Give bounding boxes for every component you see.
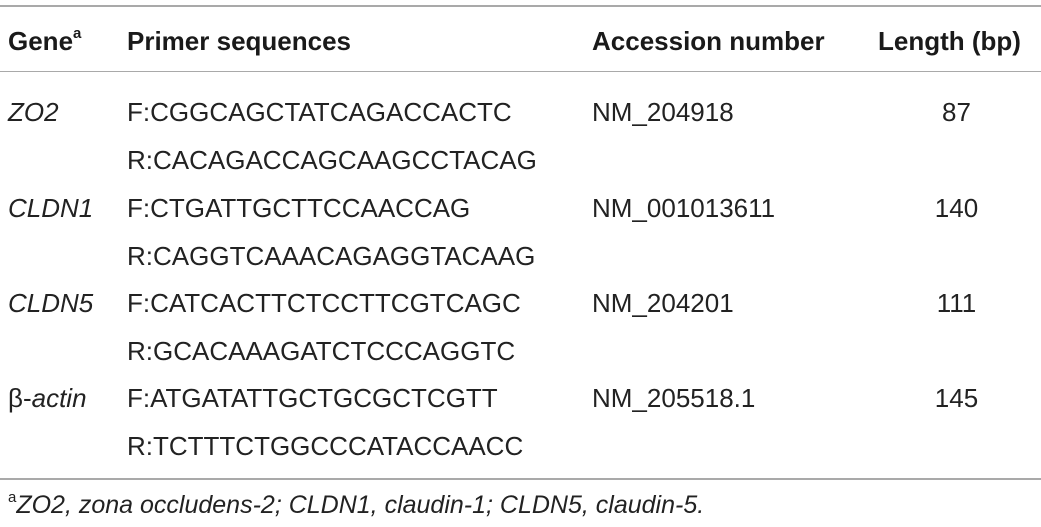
header-gene-footnote-marker: a bbox=[73, 25, 82, 43]
header-primer-sequences: Primer sequences bbox=[127, 26, 352, 56]
forward-primer: F:CATCACTTCTCCTTCGTCAGC bbox=[127, 288, 521, 318]
header-rule bbox=[0, 71, 1041, 72]
footnote-marker: a bbox=[8, 488, 17, 506]
amplicon-length: 87 bbox=[942, 97, 971, 127]
gene-name: ZO2 bbox=[8, 97, 59, 127]
reverse-primer: R:TCTTTCTGGCCCATACCAACC bbox=[127, 431, 524, 461]
accession-number: NM_205518.1 bbox=[592, 383, 756, 413]
header-length: Length (bp) bbox=[878, 26, 1021, 56]
reverse-primer: R:CAGGTCAAACAGAGGTACAAG bbox=[127, 241, 536, 271]
forward-primer: F:CGGCAGCTATCAGACCACTC bbox=[127, 97, 512, 127]
gene-name-suffix: actin bbox=[31, 383, 87, 413]
table-footnote: aZO2, zona occludens-2; CLDN1, claudin-1… bbox=[8, 490, 704, 520]
reverse-primer: R:GCACAAAGATCTCCCAGGTC bbox=[127, 336, 516, 366]
table-top-rule bbox=[0, 5, 1041, 7]
accession-number: NM_204918 bbox=[592, 97, 734, 127]
accession-number: NM_001013611 bbox=[592, 193, 776, 223]
accession-number: NM_204201 bbox=[592, 288, 734, 318]
gene-name: CLDN1 bbox=[8, 193, 94, 223]
amplicon-length: 140 bbox=[934, 193, 979, 223]
forward-primer: F:CTGATTGCTTCCAACCAG bbox=[127, 193, 471, 223]
forward-primer: F:ATGATATTGCTGCGCTCGTT bbox=[127, 383, 498, 413]
gene-name: β-actin bbox=[8, 383, 87, 413]
gene-name: CLDN5 bbox=[8, 288, 94, 318]
header-accession-number: Accession number bbox=[592, 26, 825, 56]
table-bottom-rule bbox=[0, 478, 1041, 480]
amplicon-length: 111 bbox=[936, 288, 977, 318]
reverse-primer: R:CACAGACCAGCAAGCCTACAG bbox=[127, 145, 537, 175]
header-gene: Genea bbox=[8, 25, 82, 56]
gene-name-prefix: β- bbox=[8, 383, 32, 413]
footnote-text: ZO2, zona occludens-2; CLDN1, claudin-1;… bbox=[16, 491, 705, 519]
amplicon-length: 145 bbox=[934, 383, 979, 413]
